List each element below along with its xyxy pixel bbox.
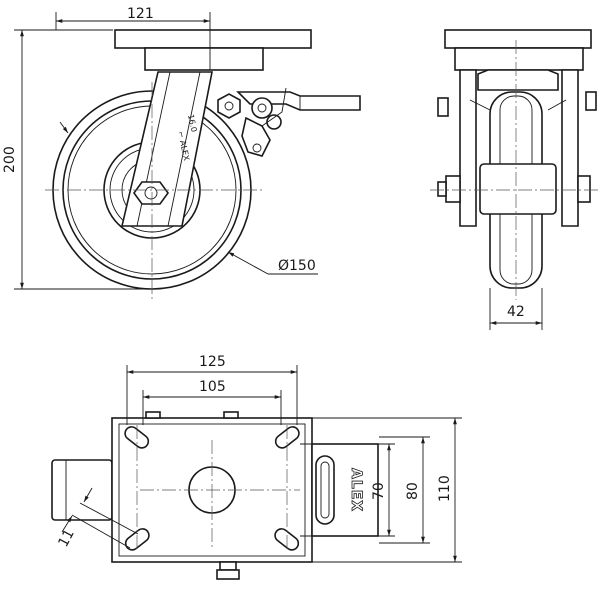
brand-label: ALEX [348,468,364,512]
side-swivel-head [144,47,264,71]
mounting-slots [124,426,300,551]
front-axle-nut-left [445,175,461,203]
side-axle-nut [133,181,169,205]
front-axle-nut-right [577,175,591,203]
front-hub [479,163,557,215]
front-fork-right [561,69,579,227]
top-view: ALEX 125 105 70 80 [51,354,462,580]
dim-hole-outer-width: 80 [405,482,421,500]
svg-text:16.0: 16.0 [186,114,199,133]
dim-top-plate-width: 121 [127,6,154,22]
side-view: 16.0 ⌐ ALEX 121 200 [2,6,361,300]
dim-wheel-width: 42 [507,304,525,320]
front-swivel-head [454,47,584,71]
front-brake-bridge [477,69,559,91]
dim-plate-width: 110 [437,475,453,502]
dim-hole-spacing-length: 105 [199,379,226,395]
dim-plate-length: 125 [199,354,226,370]
side-brake [217,87,361,157]
dim-hole-spacing-width: 70 [371,482,387,500]
front-top-plate [444,29,592,49]
side-top-plate [114,29,312,49]
dim-slot-width: 11 [55,527,77,550]
dim-overall-height: 200 [2,146,18,173]
top-brake-pedal [51,459,113,521]
dim-wheel-diameter: Ø150 [278,258,316,274]
front-view: 42 [430,29,600,330]
front-fork-left [459,69,477,227]
